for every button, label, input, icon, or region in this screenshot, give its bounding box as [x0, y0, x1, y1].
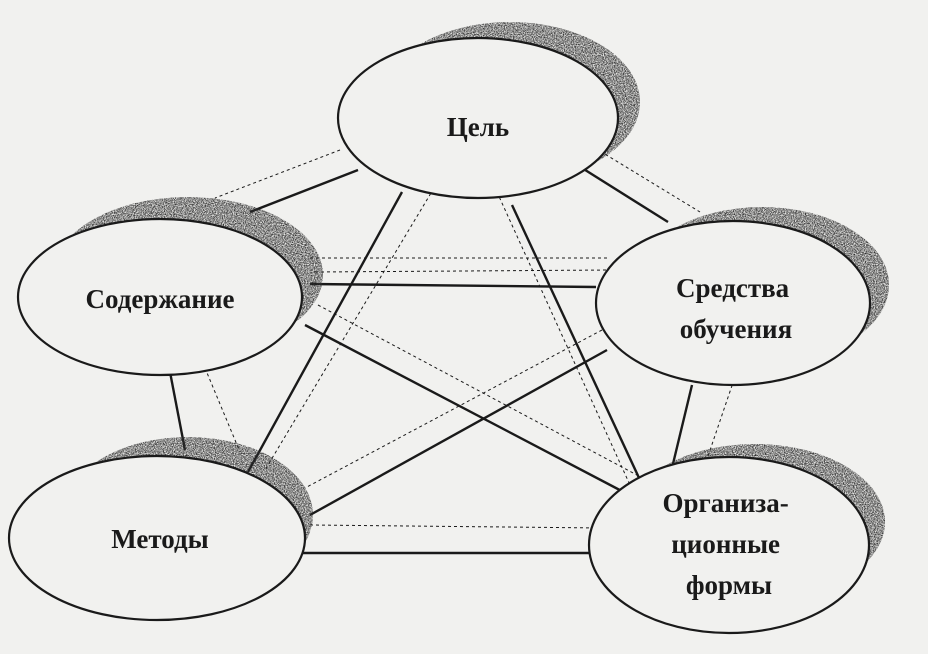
node-goal-ellipse: [336, 36, 620, 200]
connection-content-forms-solid: [304, 323, 636, 500]
connection-means-forms-solid: [670, 384, 694, 469]
node-goal-label: Цель: [447, 112, 509, 142]
connection-goal-methods-solid: [246, 191, 404, 473]
connection-goal-means-solid: [581, 166, 669, 224]
node-means-label: Средства обучения: [676, 273, 796, 344]
node-goal-line-1: Цель: [447, 112, 509, 142]
node-content: Содержание: [16, 197, 323, 377]
connection-goal-methods-dotted: [264, 177, 441, 471]
connection-content-means-dotted-2: [314, 269, 611, 273]
node-forms-line-3: формы: [686, 570, 772, 600]
node-forms: Организа- ционные формы: [587, 444, 885, 635]
connection-means-forms-dotted: [705, 367, 739, 463]
node-means-line-1: Средства: [676, 273, 790, 303]
node-forms-line-1: Организа-: [663, 488, 789, 518]
connection-content-methods-solid: [168, 371, 187, 451]
connections: [168, 144, 739, 555]
connection-goal-content-solid: [249, 168, 359, 214]
connection-means-methods-dotted: [304, 329, 603, 489]
node-forms-label: Организа- ционные формы: [663, 488, 796, 600]
node-methods: Методы: [7, 437, 313, 622]
connection-goal-content-dotted: [214, 149, 341, 199]
node-methods-label: Методы: [111, 524, 208, 554]
node-means-ellipse: [594, 219, 872, 387]
node-methods-ellipse: [7, 454, 307, 622]
node-content-label: Содержание: [85, 284, 234, 314]
connection-goal-forms-solid: [510, 204, 642, 481]
node-forms-ellipse: [587, 455, 871, 635]
node-forms-line-2: ционные: [671, 529, 780, 559]
connection-content-means-solid: [309, 282, 597, 289]
node-means-line-2: обучения: [680, 314, 792, 344]
connection-goal-forms-dotted: [486, 169, 631, 486]
connection-content-forms-dotted: [317, 304, 651, 483]
connection-methods-forms-dotted: [309, 524, 604, 529]
node-content-line-1: Содержание: [85, 284, 234, 314]
node-content-ellipse: [16, 217, 304, 377]
node-goal: Цель: [336, 22, 640, 200]
node-methods-line-1: Методы: [111, 524, 208, 554]
node-means: Средства обучения: [594, 207, 889, 387]
connection-means-methods-solid: [309, 348, 608, 517]
